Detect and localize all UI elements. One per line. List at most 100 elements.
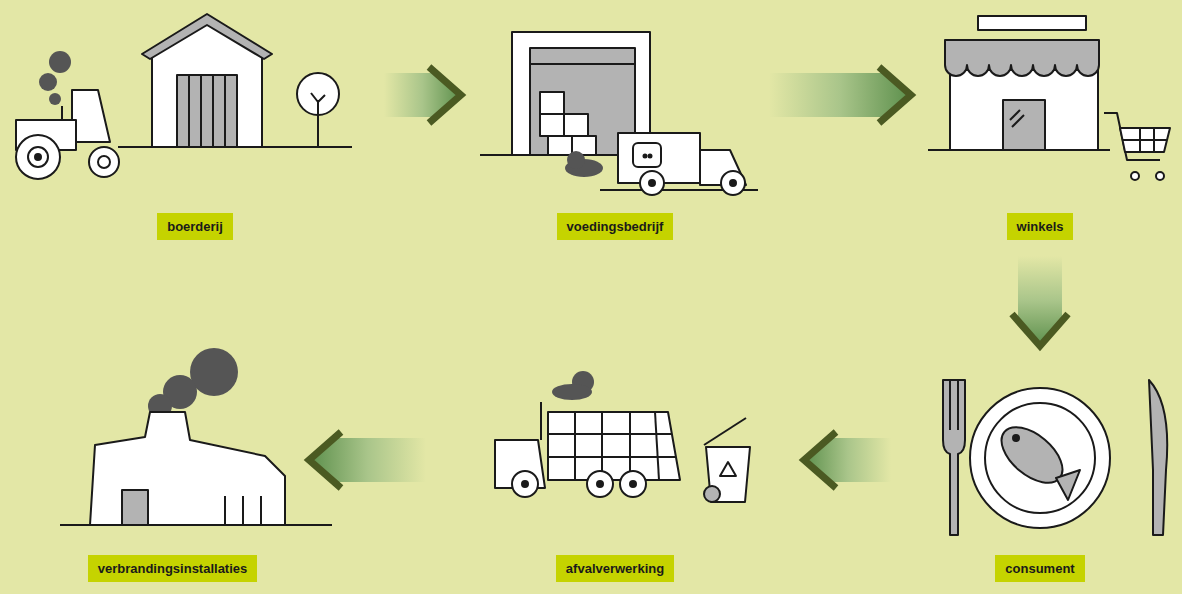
- smoke-puff: [190, 348, 238, 396]
- arrow-band: [384, 73, 461, 117]
- wheel-hub: [28, 147, 48, 167]
- tractor-wheel: [89, 147, 119, 177]
- bin-wheel: [704, 486, 720, 502]
- barn-door: [177, 75, 237, 147]
- fork-tine: [957, 380, 959, 430]
- plate-rim: [985, 403, 1095, 513]
- smoke-puff: [49, 51, 71, 73]
- smoke-cloud: [552, 384, 592, 400]
- wheel-dot: [35, 154, 41, 160]
- flow-arrow: [804, 432, 891, 488]
- tree-trunk: [317, 100, 319, 147]
- door-line: [200, 75, 202, 147]
- wheel-dot: [649, 180, 655, 186]
- arrow-head: [429, 67, 461, 123]
- ground-line: [480, 154, 618, 156]
- wall-line: [260, 496, 262, 525]
- incinerator-building: [90, 412, 285, 525]
- cart-wheel: [1156, 172, 1164, 180]
- crate: [540, 92, 564, 114]
- cart-grid: [1122, 139, 1167, 141]
- apple-dot: [644, 155, 647, 158]
- stage-label: voedingsbedrijf: [557, 213, 674, 240]
- shop-awning: [945, 40, 1099, 76]
- cart-grid: [1139, 128, 1141, 152]
- glass-glint: [1010, 110, 1020, 120]
- crate: [540, 114, 564, 136]
- truck-wheel: [721, 171, 745, 195]
- ground-line: [60, 524, 332, 526]
- wall-line: [242, 496, 244, 525]
- tractor-wheel: [16, 135, 60, 179]
- truck-wheel: [640, 171, 664, 195]
- wall-line: [224, 496, 226, 525]
- truck-body: [548, 412, 680, 480]
- flow-arrow: [1012, 256, 1068, 346]
- fish-eye: [1013, 435, 1019, 441]
- fork: [943, 380, 965, 535]
- body-grid: [629, 412, 631, 480]
- fish-tail: [1056, 470, 1080, 500]
- factory-illustration: [480, 32, 758, 195]
- smoke-puff: [39, 73, 57, 91]
- door-line: [224, 75, 226, 147]
- stage-label: winkels: [1007, 213, 1074, 240]
- stage-node: boerderij: [20, 10, 370, 242]
- stage-label: afvalverwerking: [556, 555, 674, 582]
- stage-label: boerderij: [157, 213, 233, 240]
- wheel-hub: [98, 156, 110, 168]
- arrow-band: [309, 438, 426, 482]
- shop-door: [1003, 100, 1045, 150]
- flow-arrow: [384, 67, 461, 123]
- bin-symbol: [720, 462, 736, 476]
- apple-icon: [633, 143, 661, 167]
- truck-wheel: [620, 471, 646, 497]
- truck-wheel: [587, 471, 613, 497]
- body-grid: [655, 412, 659, 480]
- wheel-dot: [522, 481, 528, 487]
- cart-wheel: [1131, 172, 1139, 180]
- exhaust-pipe: [540, 402, 542, 440]
- ground-line: [928, 149, 1110, 151]
- stage-label: consument: [995, 555, 1084, 582]
- arrow-head: [309, 432, 341, 488]
- stage-node: voedingsbedrijf: [475, 10, 755, 242]
- fork-tine: [949, 380, 951, 430]
- tree-branch: [311, 93, 325, 102]
- door-line: [530, 63, 635, 65]
- waste-illustration: [495, 371, 750, 502]
- apple-dot: [649, 155, 652, 158]
- meal-illustration: [943, 380, 1167, 535]
- arrow-head: [879, 67, 911, 123]
- body-grid: [548, 456, 676, 458]
- cart-grid: [1153, 128, 1155, 152]
- flow-arrow: [309, 432, 426, 488]
- stage-node: verbrandingsinstallaties: [50, 330, 295, 584]
- barn-roof: [142, 14, 272, 59]
- door-line: [188, 75, 190, 147]
- arrow-band: [769, 73, 911, 117]
- exhaust-pipe: [61, 106, 63, 120]
- stage-node: consument: [905, 360, 1175, 584]
- wheel-dot: [630, 481, 636, 487]
- smoke-puff: [49, 93, 61, 105]
- wheel-dot: [597, 481, 603, 487]
- tractor-cab: [72, 90, 110, 142]
- crate: [548, 136, 572, 155]
- arrow-band: [1018, 256, 1062, 346]
- truck-wheel: [512, 471, 538, 497]
- bin-lid: [704, 418, 746, 445]
- incinerator-illustration: [60, 348, 332, 525]
- farm-illustration: [16, 14, 352, 179]
- plate: [970, 388, 1110, 528]
- glass-glint: [1012, 115, 1024, 127]
- arrow-head: [804, 432, 836, 488]
- incinerator-door: [122, 490, 148, 525]
- arrow-band: [804, 438, 891, 482]
- body-grid: [601, 412, 603, 480]
- door-line: [212, 75, 214, 147]
